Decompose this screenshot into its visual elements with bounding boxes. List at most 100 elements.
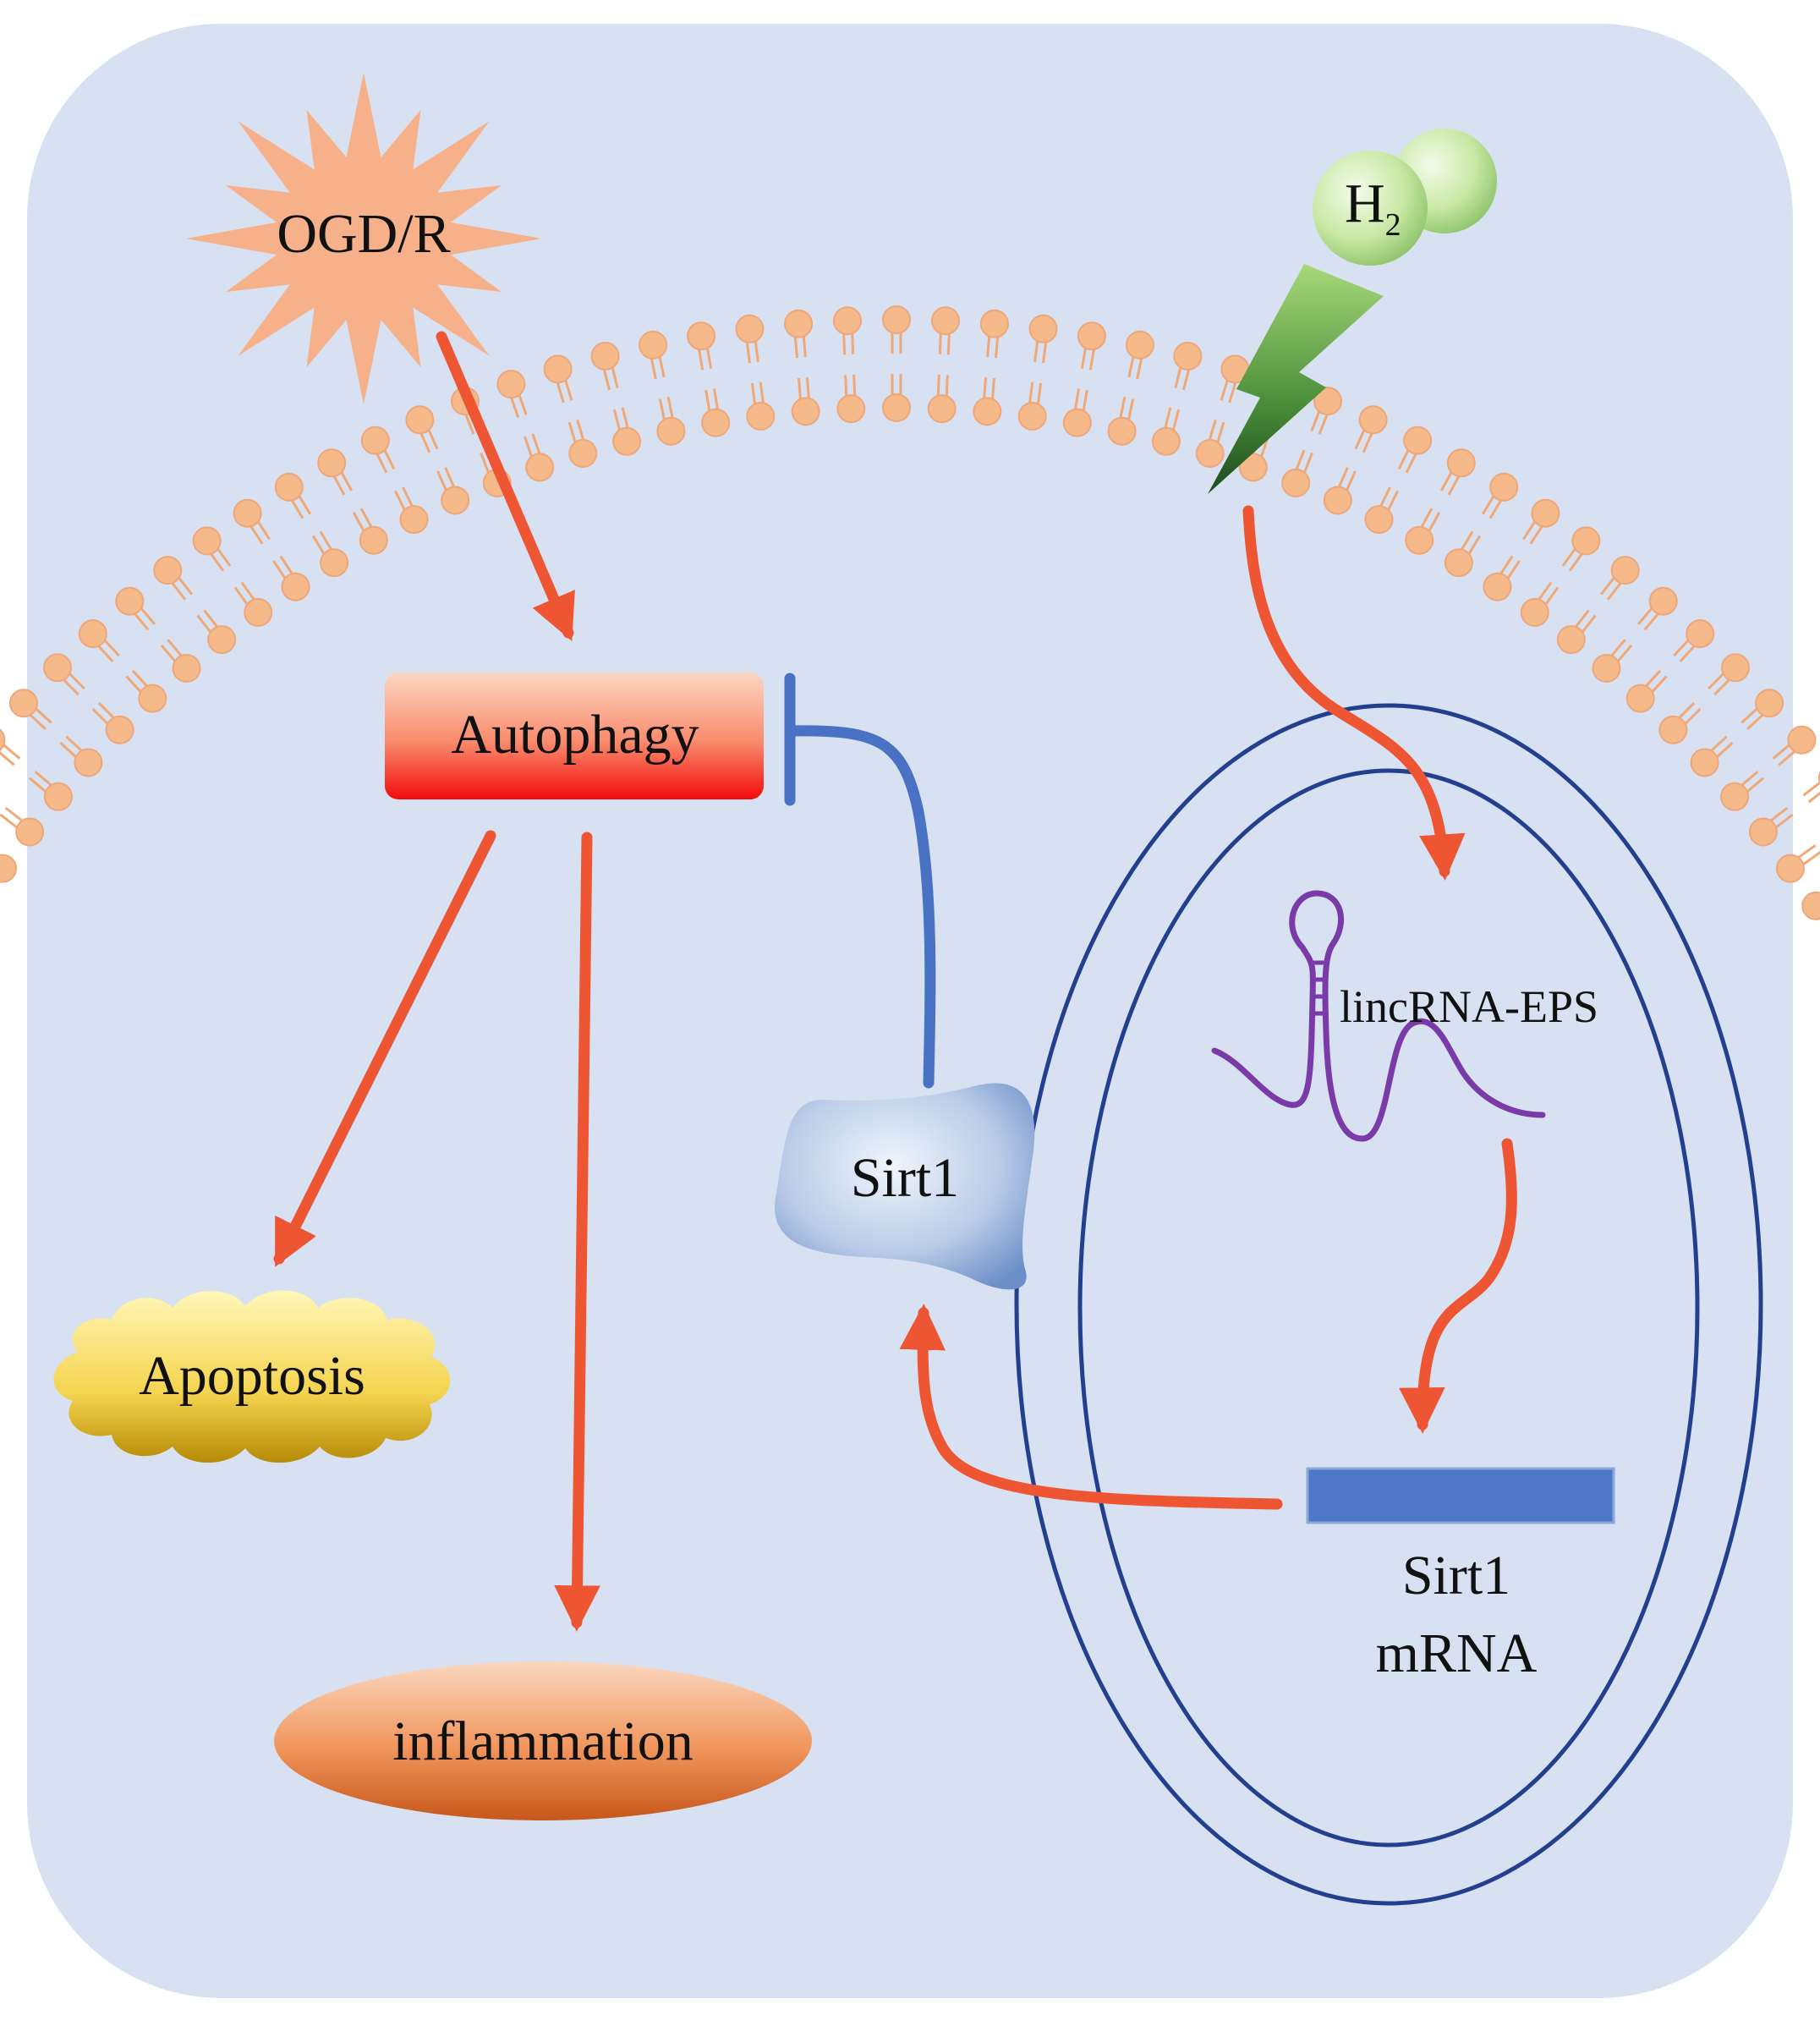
lipid-head	[526, 453, 553, 480]
lipid-head	[360, 527, 387, 554]
lincrna-eps-label: lincRNA-EPS	[1340, 981, 1598, 1032]
lipid-head	[362, 427, 389, 454]
lipid-head	[79, 620, 107, 647]
lipid-head	[592, 343, 619, 370]
lipid-head	[441, 487, 469, 514]
lipid-head	[792, 398, 820, 425]
lipid-head	[1532, 500, 1559, 527]
lipid-head	[1521, 599, 1549, 626]
lipid-head	[276, 474, 303, 501]
lipid-head	[321, 549, 348, 576]
lipid-head	[401, 506, 428, 533]
lipid-head	[1722, 654, 1749, 681]
lipid-head	[883, 394, 910, 421]
lipid-head	[702, 409, 729, 436]
autophagy-label: Autophagy	[451, 704, 699, 766]
lipid-head	[497, 371, 524, 398]
lipid-head	[1627, 685, 1654, 712]
lipid-head	[1490, 474, 1517, 501]
lipid-head	[1197, 440, 1224, 467]
lipid-head	[981, 310, 1008, 338]
lipid-head	[1324, 487, 1351, 514]
lipid-head	[834, 307, 861, 334]
sirt1-mrna-label-line2: mRNA	[1376, 1622, 1538, 1684]
lipid-head	[45, 783, 72, 810]
lipid-head	[1691, 749, 1719, 777]
lipid-head	[1750, 819, 1777, 846]
lipid-head	[545, 355, 572, 382]
lipid-head	[1078, 322, 1105, 349]
lipid-head	[10, 689, 37, 717]
lipid-head	[736, 316, 763, 343]
lipid-head	[883, 306, 910, 333]
lipid-head	[406, 406, 433, 433]
lipid-head	[154, 557, 181, 584]
lipid-head	[282, 574, 310, 601]
lipid-head	[973, 398, 1000, 425]
inflammation-node: inflammation	[274, 1661, 812, 1820]
lipid-head	[0, 727, 5, 754]
lipid-head	[1484, 574, 1511, 601]
lipid-tail	[1803, 775, 1820, 796]
lipid-head	[1789, 727, 1816, 754]
sirt1-mrna-label-line1: Sirt1	[1402, 1545, 1510, 1606]
lipid-head	[613, 428, 640, 455]
lipid-head	[1558, 626, 1585, 653]
lipid-head	[1127, 332, 1154, 359]
lipid-head	[1448, 449, 1475, 476]
lipid-head	[785, 310, 812, 338]
lipid-head	[639, 332, 666, 359]
lipid-head	[569, 440, 596, 467]
lipid-head	[1721, 783, 1748, 810]
lipid-head	[1404, 427, 1431, 454]
apoptosis-label: Apoptosis	[139, 1345, 365, 1407]
lipid-head	[74, 749, 101, 777]
lipid-head	[1593, 655, 1620, 682]
lipid-head	[1612, 557, 1639, 584]
lipid-head	[1572, 527, 1599, 554]
lipid-head	[1659, 717, 1686, 744]
lipid-head	[173, 655, 200, 682]
ogdr-stimulus: OGD/R	[186, 73, 541, 404]
lipid-head	[929, 395, 956, 422]
lipid-head	[1019, 403, 1046, 430]
sirt1-mrna-bar	[1307, 1469, 1614, 1523]
lipid-head	[1406, 527, 1433, 554]
lipid-head	[1686, 620, 1713, 647]
lipid-head	[688, 322, 715, 349]
autophagy-node: Autophagy	[385, 673, 764, 799]
lipid-head	[234, 500, 261, 527]
lipid-head	[1445, 549, 1472, 576]
lipid-head	[208, 626, 235, 653]
lipid-head	[747, 403, 774, 430]
sirt1-label: Sirt1	[851, 1147, 959, 1209]
lipid-head	[44, 654, 71, 681]
lipid-head	[1802, 892, 1820, 920]
lipid-head	[318, 449, 345, 476]
lipid-head	[194, 527, 221, 554]
lipid-head	[1064, 409, 1091, 436]
lipid-head	[139, 685, 166, 712]
lipid-head	[1650, 588, 1677, 615]
lipid-head	[1366, 506, 1393, 533]
lipid-head	[1777, 855, 1804, 882]
lipid-head	[107, 717, 134, 744]
lipid-head	[0, 855, 16, 882]
lipid-head	[1030, 316, 1057, 343]
ogdr-label: OGD/R	[277, 203, 450, 265]
lipid-head	[1174, 343, 1201, 370]
lipid-head	[116, 588, 143, 615]
lipid-head	[16, 819, 43, 846]
lipid-head	[1153, 428, 1180, 455]
h2-subscript: 2	[1385, 207, 1401, 243]
lipid-head	[837, 395, 864, 422]
lipid-head	[1109, 418, 1136, 445]
lipid-head	[657, 418, 684, 445]
lipid-head	[1282, 469, 1309, 497]
inflammation-label: inflammation	[392, 1710, 693, 1772]
lipid-head	[1360, 406, 1387, 433]
lipid-head	[1756, 689, 1783, 717]
lipid-head	[244, 599, 271, 626]
lipid-head	[932, 307, 959, 334]
